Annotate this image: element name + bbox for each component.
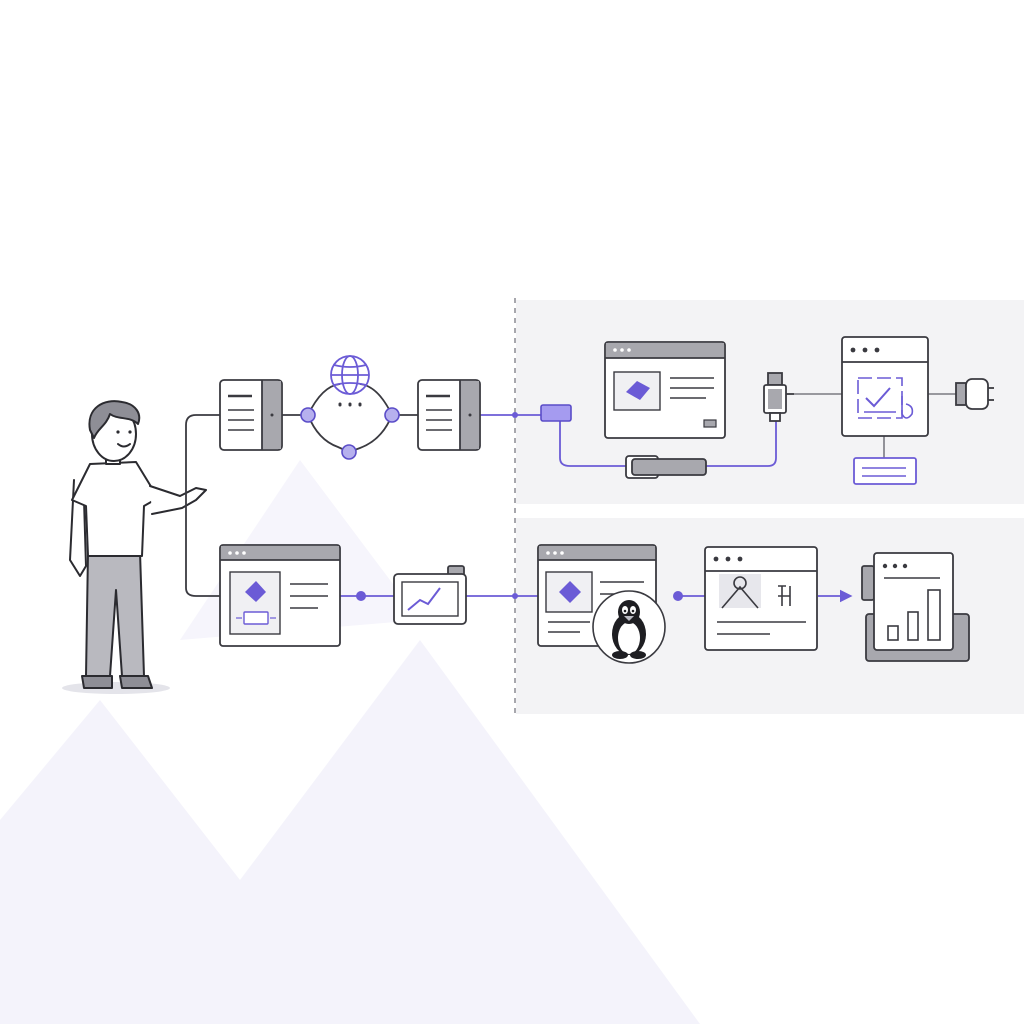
usb-connector-icon xyxy=(763,372,794,422)
plug-icon xyxy=(955,378,994,410)
server-icon xyxy=(417,379,481,451)
network-node-icon xyxy=(300,407,400,460)
person-pants xyxy=(85,551,145,677)
browser-window-icon xyxy=(219,544,341,647)
person-right-arm xyxy=(149,485,207,515)
server-icon xyxy=(219,379,283,451)
person-hair xyxy=(88,400,141,439)
person-illustration xyxy=(62,400,207,694)
keyboard-icon xyxy=(853,457,917,485)
purple-input-block xyxy=(540,404,572,422)
person-shadow xyxy=(62,682,170,694)
linux-penguin-icon xyxy=(592,590,666,664)
globe-icon xyxy=(330,355,370,395)
person-left-shoe xyxy=(81,675,113,689)
person-right-shoe xyxy=(119,675,153,689)
gray-connectors xyxy=(794,393,956,458)
person-shirt xyxy=(71,461,159,557)
checklist-window-icon xyxy=(841,336,929,437)
browser-window-icon xyxy=(604,341,726,439)
progress-bar-icon xyxy=(625,455,707,479)
bar-chart-window-icon xyxy=(861,552,970,662)
chart-card-icon xyxy=(393,565,467,625)
image-document-icon xyxy=(704,546,818,651)
purple-connector-dots xyxy=(356,412,683,601)
purple-connectors xyxy=(340,414,853,603)
